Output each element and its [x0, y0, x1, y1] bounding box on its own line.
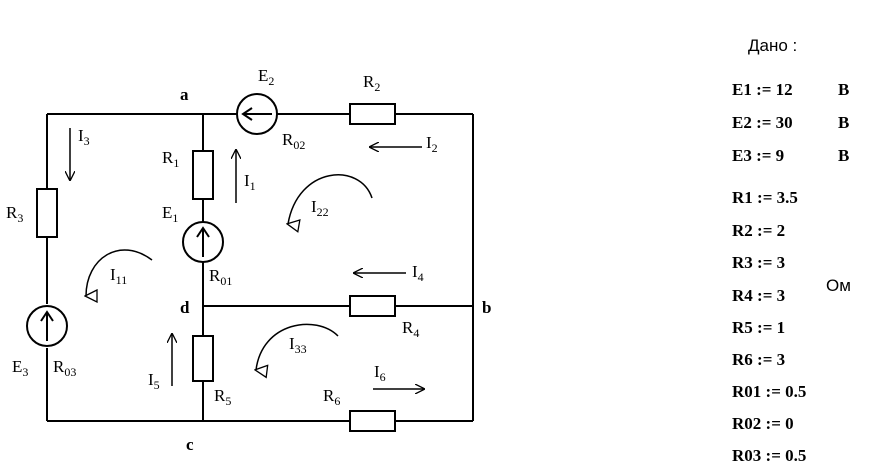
wires	[46, 113, 474, 422]
resistor-r1	[192, 150, 214, 200]
resistor-r6	[349, 410, 396, 432]
label-i33: I33	[289, 334, 307, 356]
label-i3: I3	[78, 126, 90, 148]
loop-i33-icon	[256, 323, 339, 370]
label-i2: I2	[426, 133, 438, 155]
label-r1: R1	[162, 148, 179, 170]
given-row: R3 := 3	[732, 253, 786, 272]
given-row: R6 := 3	[732, 350, 786, 369]
unit-volt: B	[838, 146, 850, 165]
label-r6: R6	[323, 386, 340, 408]
given-row: R1 := 3.5	[732, 188, 798, 207]
given-title: Дано :	[748, 36, 798, 55]
label-r03: R03	[53, 357, 76, 379]
unit-volt: B	[838, 113, 850, 132]
label-e1: E1	[162, 203, 178, 225]
given-row: R4 := 3	[732, 286, 786, 305]
label-i5: I5	[148, 370, 160, 392]
loop-i22-icon	[288, 174, 373, 224]
resistor-r5	[192, 335, 214, 382]
node-d-label: d	[180, 298, 190, 317]
label-r01: R01	[209, 266, 232, 288]
label-e2: E2	[258, 66, 274, 88]
given-row: R01 := 0.5	[732, 382, 807, 401]
loop-i11-icon	[86, 249, 153, 296]
label-r3: R3	[6, 203, 23, 225]
given-row: E1 := 12	[732, 80, 793, 99]
node-c-label: c	[186, 435, 194, 454]
label-r02: R02	[282, 130, 305, 152]
label-i6: I6	[374, 362, 386, 384]
given-row: R03 := 0.5	[732, 446, 807, 465]
given-row: R2 := 2	[732, 221, 786, 240]
label-r5: R5	[214, 386, 231, 408]
label-i22: I22	[311, 197, 329, 219]
unit-ohm: Ом	[826, 276, 851, 295]
node-a-label: a	[180, 85, 189, 104]
given-row: E3 := 9	[732, 146, 785, 165]
given-row: R02 := 0	[732, 414, 794, 433]
resistor-r3	[36, 188, 58, 238]
source-e2-icon	[236, 93, 278, 135]
label-r2: R2	[363, 72, 380, 94]
label-i4: I4	[412, 262, 424, 284]
resistor-r2	[349, 103, 396, 125]
node-b-label: b	[482, 298, 491, 317]
source-e3-icon	[26, 305, 68, 347]
given-row: E2 := 30	[732, 113, 793, 132]
label-e3: E3	[12, 357, 28, 379]
unit-volt: B	[838, 80, 850, 99]
given-row: R5 := 1	[732, 318, 786, 337]
source-e1-icon	[182, 221, 224, 263]
label-i1: I1	[244, 171, 256, 193]
resistor-r4	[349, 295, 396, 317]
label-i11: I11	[110, 265, 127, 287]
label-r4: R4	[402, 318, 419, 340]
